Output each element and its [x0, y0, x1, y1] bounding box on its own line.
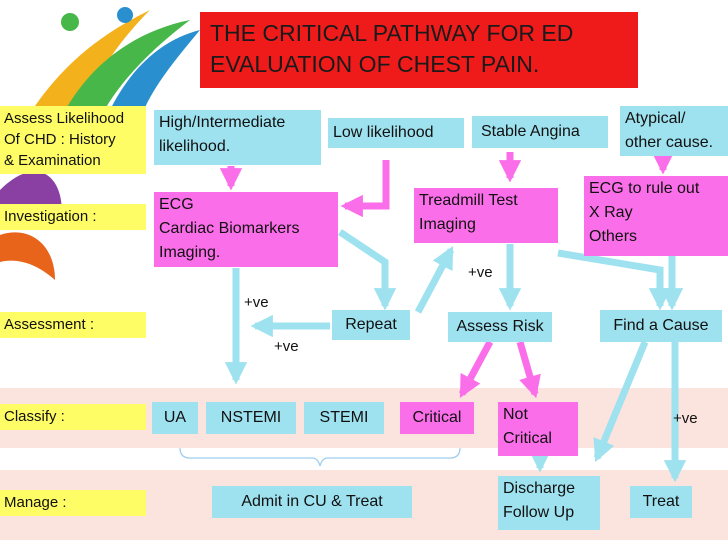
repeat-box: Repeat	[332, 310, 410, 340]
stage-label-line: Assess Likelihood	[4, 110, 125, 127]
box-line: X Ray	[589, 204, 633, 221]
discharge-follow-up-box: Discharge Follow Up	[498, 476, 600, 530]
box-line: Follow Up	[503, 504, 575, 521]
stage-label-classify: Classify :	[0, 404, 146, 430]
logo-swoosh	[60, 20, 190, 130]
box-line: ECG	[159, 196, 194, 213]
box-line: Others	[589, 228, 638, 245]
atypical-cause-box: Atypical/ other cause.	[620, 106, 728, 156]
box-line: ECG to rule out	[589, 180, 700, 197]
ua-box: UA	[152, 402, 198, 434]
stage-label-line: & Examination	[4, 152, 101, 169]
stage-label-investigation: Investigation :	[0, 204, 146, 230]
ecg-rule-out-box: ECG to rule out X Ray Others	[584, 176, 728, 256]
stage-label-manage: Manage :	[0, 490, 146, 516]
arrow-risk-to-not-critical	[516, 341, 541, 399]
box-line: likelihood.	[159, 138, 231, 155]
box-line: Critical	[503, 430, 552, 447]
treadmill-test-box: Treadmill Test Imaging	[414, 188, 558, 243]
not-critical-box: Not Critical	[498, 402, 578, 456]
box-line: Treadmill Test	[419, 192, 518, 209]
stage-label-assessment: Assessment :	[0, 312, 146, 338]
positive-label: +ve	[468, 264, 493, 281]
nstemi-box: NSTEMI	[206, 402, 296, 434]
positive-label: +ve	[673, 410, 698, 427]
arrow-ecg-to-repeat	[338, 229, 397, 311]
logo-dot	[61, 13, 79, 31]
treat-box: Treat	[630, 486, 692, 518]
stage-label-assess: Assess Likelihood Of CHD : History & Exa…	[0, 106, 146, 174]
find-a-cause-box: Find a Cause	[600, 310, 722, 342]
box-line: Cardiac Biomarkers	[159, 220, 300, 237]
box-line: Imaging	[419, 216, 476, 233]
logo-dot	[117, 7, 133, 23]
assess-risk-box: Assess Risk	[448, 312, 552, 342]
admit-cu-treat-box: Admit in CU & Treat	[212, 486, 412, 518]
logo-swoosh	[0, 232, 55, 280]
stage-label-line: Of CHD : History	[4, 131, 116, 148]
arrow-repeat-to-treadmill	[414, 246, 455, 314]
box-line: Atypical/	[625, 110, 686, 127]
positive-label: +ve	[244, 294, 269, 311]
arrow-risk-to-critical	[458, 340, 494, 398]
logo-swoosh	[110, 30, 200, 120]
arrow-low-to-ecg	[340, 160, 390, 218]
critical-box: Critical	[400, 402, 474, 434]
arrow-treadmill-to-find-cause	[557, 249, 672, 311]
box-line: High/Intermediate	[159, 114, 286, 131]
box-line: Not	[503, 406, 528, 423]
box-line: Discharge	[503, 480, 576, 497]
classify-brace	[179, 447, 461, 467]
box-line: other cause.	[625, 134, 714, 151]
low-likelihood-box: Low likelihood	[328, 118, 464, 148]
ecg-biomarkers-imaging-box: ECG Cardiac Biomarkers Imaging.	[154, 192, 338, 267]
arrow-find-cause-to-not-critical	[593, 340, 649, 463]
title-line: EVALUATION OF CHEST PAIN.	[210, 51, 540, 77]
box-line: Imaging.	[159, 244, 221, 261]
high-intermediate-likelihood-box: High/Intermediate likelihood.	[154, 110, 321, 165]
positive-label: +ve	[274, 338, 299, 355]
stemi-box: STEMI	[304, 402, 384, 434]
diagram-title: THE CRITICAL PATHWAY FOR ED EVALUATION O…	[200, 12, 638, 88]
title-line: THE CRITICAL PATHWAY FOR ED	[210, 20, 574, 46]
stable-angina-box: Stable Angina	[472, 116, 608, 148]
